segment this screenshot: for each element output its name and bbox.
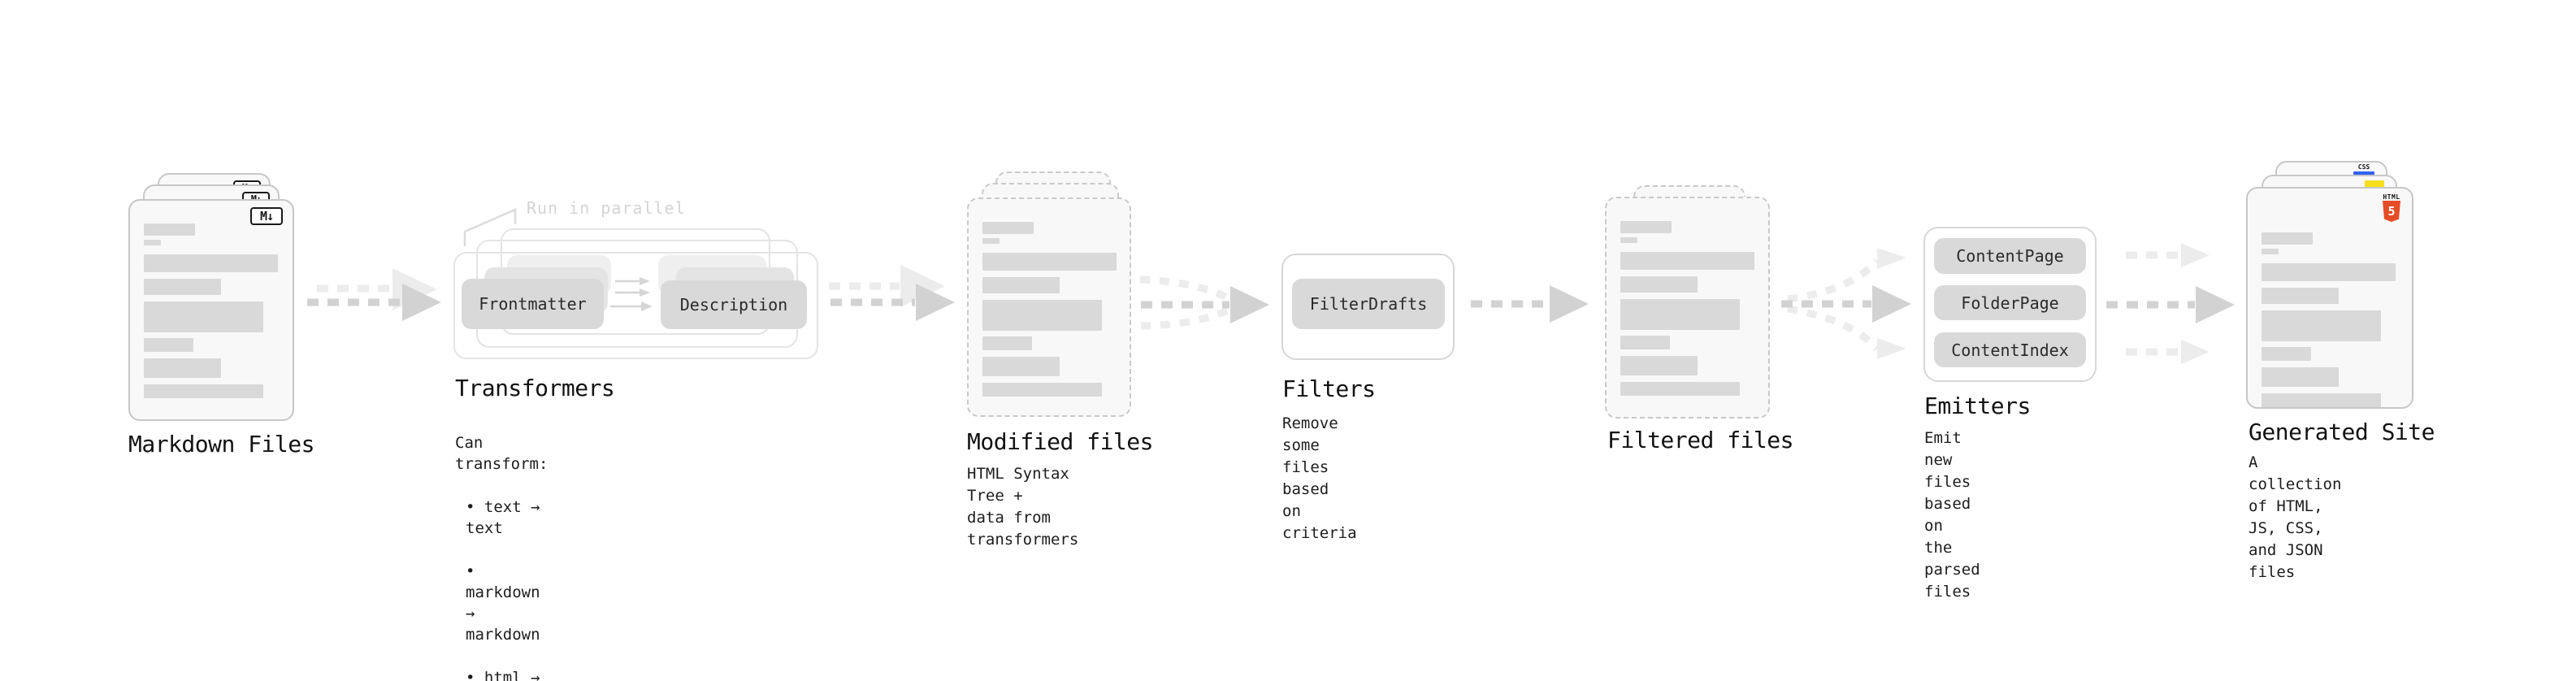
html5-icon: HTML 5 bbox=[2382, 193, 2401, 222]
placeholder-text-bars bbox=[982, 222, 1117, 403]
arrow-markdown-to-transformers bbox=[307, 268, 441, 321]
arrow-transformers-to-modified bbox=[829, 265, 955, 321]
placeholder-bar bbox=[1620, 237, 1637, 243]
filter-filterdrafts-pill: FilterDrafts bbox=[1292, 279, 1445, 329]
transformers-subtitle: Can transform: • text → text • markdown … bbox=[455, 410, 548, 681]
emitters-subtitle: Emit new files based on the parsed files bbox=[1924, 429, 1980, 601]
emitter-contentindex-pill: ContentIndex bbox=[1934, 332, 2086, 367]
placeholder-text-bars bbox=[1620, 221, 1756, 402]
placeholder-bar bbox=[2262, 347, 2311, 361]
placeholder-bar bbox=[982, 222, 1034, 234]
placeholder-bar bbox=[1620, 276, 1698, 293]
arrow-filters-to-filtered bbox=[1471, 285, 1589, 323]
arrow-emitters-to-generated bbox=[2106, 243, 2235, 364]
placeholder-bar bbox=[2262, 249, 2279, 254]
html5-icon-number: 5 bbox=[2387, 204, 2396, 219]
placeholder-bar bbox=[1620, 382, 1740, 396]
placeholder-bar bbox=[982, 357, 1060, 376]
placeholder-bar bbox=[1620, 299, 1740, 330]
markdown-files-title: Markdown Files bbox=[128, 431, 315, 458]
arrow-modified-to-filters bbox=[1139, 275, 1269, 330]
placeholder-bar bbox=[2262, 393, 2381, 407]
transform-bullet: • html → html bbox=[466, 669, 540, 681]
placeholder-bar bbox=[2262, 263, 2396, 281]
arrow-filtered-to-emitters bbox=[1781, 248, 1911, 359]
transformer-description-pill: Description bbox=[661, 280, 807, 329]
placeholder-text-bars bbox=[2262, 232, 2400, 414]
markdown-icon: M↓ bbox=[250, 207, 283, 225]
placeholder-bar bbox=[144, 358, 221, 378]
placeholder-bar bbox=[982, 238, 1000, 244]
placeholder-bar bbox=[144, 223, 195, 236]
transform-bullet: • text → text bbox=[466, 498, 540, 537]
generated-site-subtitle: A collection of HTML, JS, CSS, and JSON … bbox=[2249, 453, 2342, 581]
css-icon: CSS bbox=[2353, 163, 2374, 175]
filters-title: Filters bbox=[1282, 375, 1376, 402]
placeholder-bar bbox=[144, 240, 161, 245]
html5-icon-word: HTML bbox=[2383, 193, 2400, 201]
html5-icon-shield: 5 bbox=[2383, 201, 2400, 222]
placeholder-bar bbox=[2262, 367, 2339, 387]
placeholder-bar bbox=[2262, 232, 2313, 245]
placeholder-bar bbox=[982, 383, 1102, 397]
placeholder-bar bbox=[982, 300, 1102, 331]
placeholder-bar bbox=[144, 301, 263, 332]
filtered-file-card-front bbox=[1605, 197, 1770, 419]
generated-site-title: Generated Site bbox=[2249, 419, 2435, 445]
placeholder-bar bbox=[144, 254, 278, 272]
can-transform-heading: Can transform: bbox=[455, 434, 549, 473]
modified-files-subtitle: HTML Syntax Tree + data from transformer… bbox=[967, 465, 1079, 549]
emitters-title: Emitters bbox=[1924, 393, 2031, 419]
placeholder-bar bbox=[982, 253, 1117, 271]
placeholder-bar bbox=[1620, 336, 1670, 349]
transformer-box-front bbox=[453, 252, 818, 359]
placeholder-bar bbox=[2262, 310, 2381, 341]
placeholder-text-bars bbox=[144, 223, 280, 405]
run-in-parallel-annotation: Run in parallel bbox=[527, 198, 686, 218]
placeholder-bar bbox=[982, 277, 1060, 293]
filters-subtitle: Remove some files based on criteria bbox=[1282, 414, 1357, 542]
markdown-file-card-front: M↓ bbox=[128, 199, 294, 421]
placeholder-bar bbox=[982, 336, 1032, 350]
transformers-title: Transformers bbox=[455, 375, 615, 401]
placeholder-bar bbox=[144, 338, 193, 352]
css-icon-word: CSS bbox=[2357, 163, 2370, 171]
emitter-folderpage-pill: FolderPage bbox=[1934, 285, 2086, 320]
placeholder-bar bbox=[1620, 252, 1754, 270]
transformer-frontmatter-pill: Frontmatter bbox=[462, 279, 604, 329]
placeholder-bar bbox=[1620, 356, 1698, 375]
placeholder-bar bbox=[1620, 221, 1672, 233]
placeholder-bar bbox=[144, 384, 263, 398]
filtered-files-title: Filtered files bbox=[1607, 427, 1794, 453]
emitter-contentpage-pill: ContentPage bbox=[1934, 238, 2086, 274]
modified-files-title: Modified files bbox=[967, 428, 1154, 455]
generated-html-file-card: HTML 5 bbox=[2246, 187, 2413, 409]
placeholder-bar bbox=[144, 279, 221, 295]
transform-bullet: • markdown → markdown bbox=[466, 562, 540, 644]
placeholder-bar bbox=[2262, 288, 2339, 304]
modified-file-card-front bbox=[967, 197, 1131, 417]
